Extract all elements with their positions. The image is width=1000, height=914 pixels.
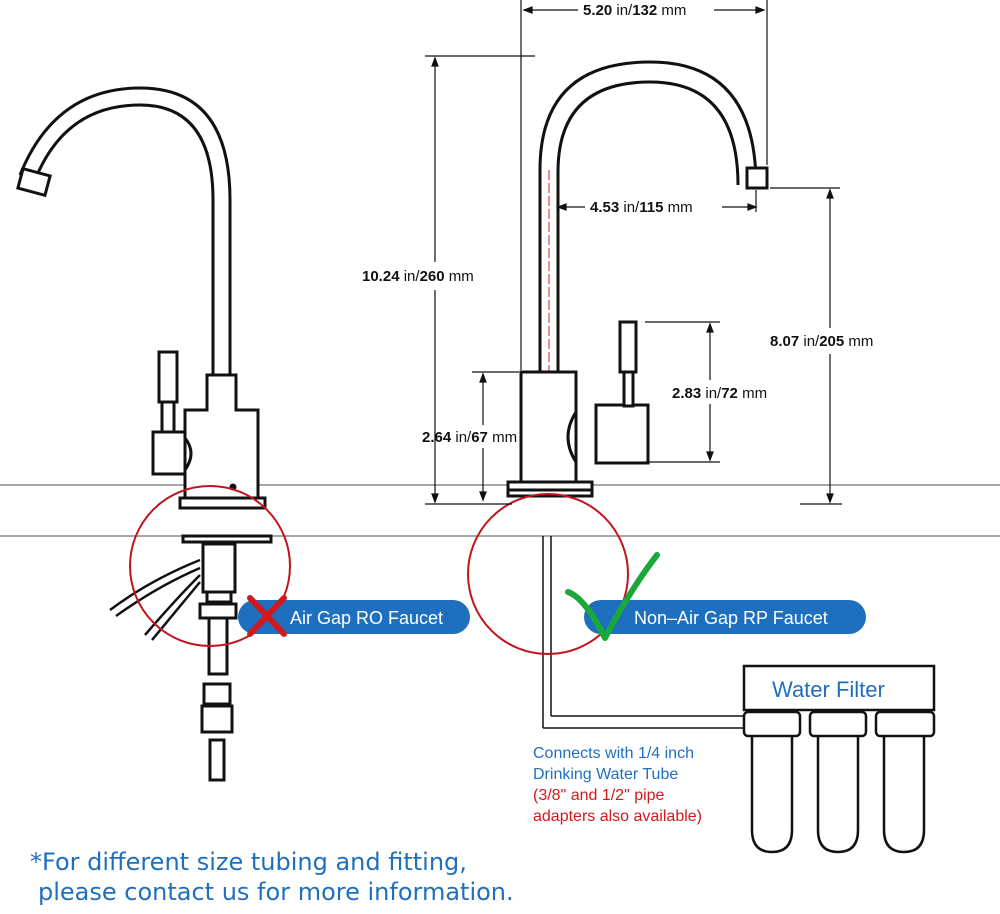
air-gap-highlight-circle [129,485,291,647]
non-air-gap-badge-label: Non–Air Gap RP Faucet [634,608,828,628]
water-filter-title: Water Filter [772,677,885,702]
handle-height-dimension: 2.83 in/72 mm [672,385,767,402]
reach-dimension: 4.53 in/115 mm [590,199,693,216]
non-air-gap-badge: Non–Air Gap RP Faucet [565,552,866,641]
check-icon [565,552,660,641]
spout-height-dimension: 8.07 in/205 mm [770,333,873,350]
countertop [0,484,1000,537]
air-gap-badge-label: Air Gap RO Faucet [290,608,443,628]
footnote-line1: *For different size tubing and fitting, [30,848,467,876]
water-filter [742,664,936,854]
footnote-line2: please contact us for more information. [38,878,514,906]
air-gap-faucet [16,86,273,782]
base-height-dimension: 2.64 in/67 mm [422,429,517,446]
dimension-lines [425,0,842,505]
non-air-gap-highlight-circle [467,493,629,655]
tube-note-line2: Drinking Water Tube [533,766,678,783]
tube-note-line1: Connects with 1/4 inch [533,745,694,762]
height-dimension: 10.24 in/260 mm [362,268,474,285]
air-gap-badge: Air Gap RO Faucet [238,595,470,637]
non-air-gap-faucet [506,60,769,729]
tube-note-line3: (3/8" and 1/2" pipe [533,787,665,804]
tube-note-line4: adapters also available) [533,808,702,825]
width-dimension: 5.20 in/132 mm [583,2,686,19]
cross-icon [247,595,287,637]
